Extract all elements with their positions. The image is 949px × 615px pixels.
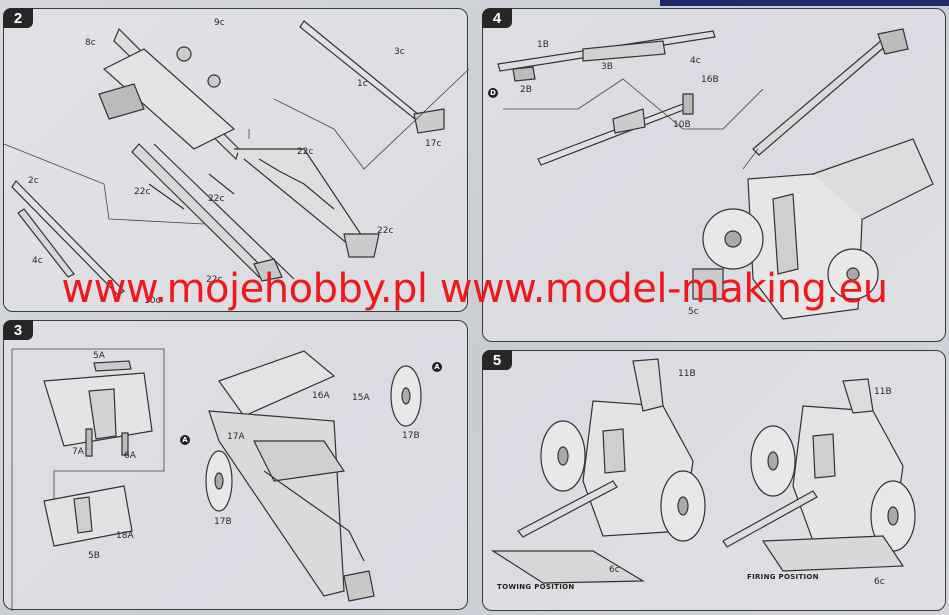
part-label: 22c [377,226,394,236]
part-label: 2c [28,176,39,186]
part-label: 16A [312,391,330,401]
step-5-panel: 5 11B 11B 6c 6c Towing position Firing p… [482,350,946,611]
watermark: www.mojehobby.pl www.model-making.eu [61,266,888,312]
step-number: 5 [482,350,512,370]
part-label: 10B [673,120,691,130]
part-label: 22c [206,275,223,285]
part-label: 22c [208,194,225,204]
assembly-marker: D [488,88,498,98]
part-label: 22c [134,187,151,197]
step-3-drawing [11,348,422,611]
header-strip [660,0,949,6]
part-label: 15A [352,393,370,403]
towing-position-caption: Towing position [497,583,575,591]
part-label: 5A [93,351,105,361]
part-label: 5c [688,307,699,317]
firing-position-caption: Firing position [747,573,819,581]
part-label: 17A [227,432,245,442]
part-label: 2B [520,85,532,95]
step-4-panel: 4 D 1B 3B 2B 4c 16B 10B 5c [482,8,946,342]
part-label: 4c [32,256,43,266]
part-label: 6A [124,451,136,461]
step-2-drawing [3,20,470,296]
part-label: 11B [678,369,696,379]
part-label: 11B [874,387,892,397]
assembly-marker: A [432,362,442,372]
part-label: 6c [874,577,885,587]
part-label: 22c [297,147,314,157]
part-label: 17c [425,139,442,149]
step-5-drawing [490,358,916,584]
part-label: 4c [690,56,701,66]
part-label: 1B [537,40,549,50]
part-label: 5B [88,551,100,561]
part-label: 1c [357,79,368,89]
part-label: 17B [402,431,420,441]
step-4-drawing [497,28,934,320]
part-label: 9c [214,18,225,28]
step-number: 3 [3,320,33,340]
part-label: 18A [116,531,134,541]
part-label: 3B [601,62,613,72]
assembly-marker: A [180,435,190,445]
part-label: 17B [214,517,232,527]
step-number: 4 [482,8,512,28]
part-label: 7A [72,447,84,457]
part-label: 8c [85,38,96,48]
part-label: 10c [144,296,161,306]
part-label: 6c [609,565,620,575]
step-2-panel: 2 9c 8c 3c 1c 17c 22c 22c [3,8,470,312]
part-label: 3c [394,47,405,57]
step-3-panel: 3 A A 5A 7A 6A 5B 18A 16A 15A [3,320,468,611]
part-label: 16B [701,75,719,85]
step-number: 2 [3,8,33,28]
